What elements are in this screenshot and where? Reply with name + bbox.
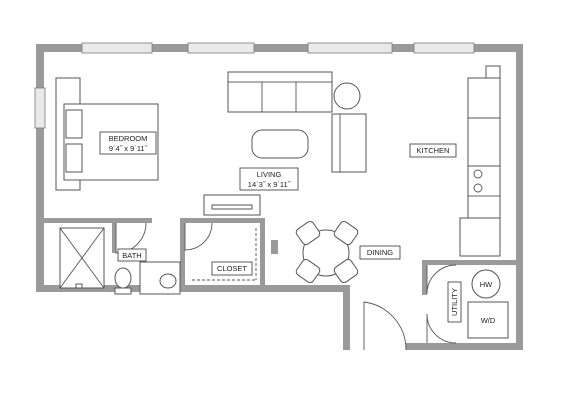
bedroom-label: BEDROOM [109, 134, 148, 143]
living: LIVING 14´3˝ x 9´11˝ [203, 71, 367, 216]
window-1 [81, 42, 153, 54]
burner-2 [473, 183, 483, 193]
closet-right-wall [260, 218, 265, 285]
toilet-tank [114, 287, 132, 295]
closet-label: CLOSET [217, 264, 247, 273]
entry-door-swing [363, 301, 407, 351]
side-table [333, 82, 361, 110]
interior-walls [44, 218, 516, 295]
closet-top-wall [180, 218, 264, 223]
closet: CLOSET [184, 222, 257, 281]
sofa-back [227, 71, 333, 83]
coffee-table [251, 129, 309, 159]
sink [159, 273, 177, 289]
dining-chair-1 [295, 220, 321, 246]
pillow-2 [65, 143, 83, 173]
bath-door-swing [115, 222, 147, 254]
dining: DINING [295, 220, 401, 284]
outer-wall [36, 44, 523, 350]
bath-label: BATH [122, 251, 141, 260]
dining-chair-4 [333, 258, 359, 284]
refrigerator [459, 217, 501, 257]
washer-dryer-label: W/D [481, 316, 496, 325]
living-label: LIVING [257, 170, 282, 179]
windows [34, 42, 475, 129]
bath-left-wall [112, 223, 116, 253]
entry-door [363, 301, 407, 351]
bedroom-tag [99, 131, 157, 155]
water-heater-label: HW [480, 280, 493, 289]
dining-label: DINING [367, 248, 393, 257]
window-left [34, 87, 46, 129]
closet-tag [211, 261, 253, 276]
armchair-cushion [331, 113, 341, 173]
shower-diagonal-2 [59, 227, 105, 289]
bath-top-wall [44, 218, 152, 223]
window-2 [187, 42, 255, 54]
dining-chair-3 [295, 258, 321, 284]
sofa [227, 71, 333, 113]
dining-tag [359, 245, 401, 260]
column [271, 240, 278, 254]
kitchen-label: KITCHEN [417, 146, 450, 155]
bath: BATH [59, 222, 181, 295]
utility: HW W/D UTILITY [426, 264, 509, 344]
pillow-1 [65, 109, 83, 139]
kitchen: KITCHEN [409, 65, 501, 257]
living-dimensions: 14´3˝ x 9´11˝ [248, 180, 291, 189]
utility-left-wall [422, 265, 427, 295]
window-4 [413, 42, 475, 54]
utility-door-swing-2 [426, 313, 457, 344]
kitchen-counter [467, 77, 501, 219]
utility-tag [447, 281, 462, 323]
window-3 [307, 42, 393, 54]
burner-1 [473, 169, 483, 179]
vanity [139, 261, 181, 295]
exterior-walls [36, 44, 523, 350]
closet-door-swing [184, 222, 213, 251]
living-tag [239, 167, 299, 191]
utility-top-wall [422, 260, 516, 265]
armchair [331, 113, 367, 173]
water-heater [471, 269, 501, 299]
kitchen-tag [409, 143, 457, 158]
washer-dryer [467, 301, 509, 339]
closet-left-wall [180, 223, 185, 285]
utility-label: UTILITY [450, 288, 459, 316]
utility-door-swing-1 [426, 264, 457, 295]
shower-drain [75, 283, 83, 289]
stove [467, 165, 501, 197]
tv [211, 204, 253, 210]
bath-tag [117, 248, 147, 262]
toilet [114, 267, 132, 289]
dining-chair-2 [333, 220, 359, 246]
bedroom-dimensions: 9´4˝ x 9´11˝ [109, 144, 148, 153]
bedroom: BEDROOM 9´4˝ x 9´11˝ [55, 77, 159, 191]
